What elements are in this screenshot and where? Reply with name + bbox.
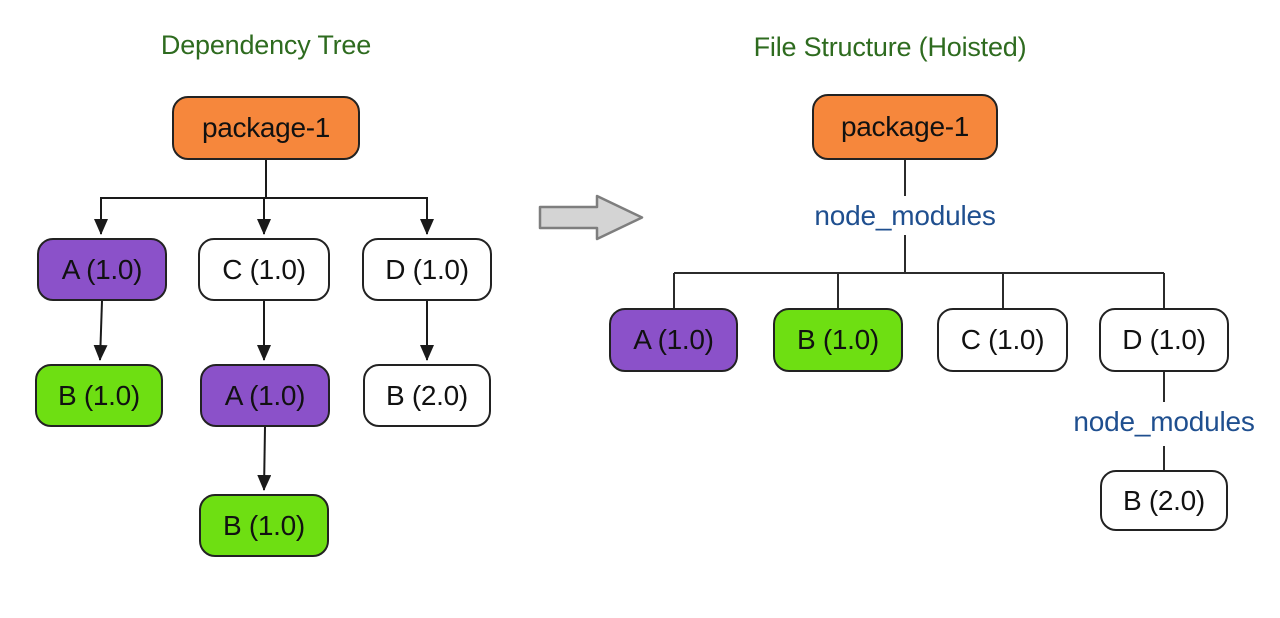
hoist-arrow-icon [538, 194, 644, 241]
left-diagram-title: Dependency Tree [160, 30, 372, 60]
left-tree-edges [93, 160, 434, 491]
right-diagram-title: File Structure (Hoisted) [753, 32, 1027, 62]
node-b-2-0: B (2.0) [363, 364, 491, 427]
node-b-1-0-nested: B (1.0) [199, 494, 329, 557]
node-a-1-0: A (1.0) [37, 238, 167, 301]
node-modules-label-root: node_modules [814, 200, 996, 231]
node-package-1-left: package-1 [172, 96, 360, 160]
node-b-1-0-hoisted: B (1.0) [773, 308, 903, 372]
node-c-1-0-hoisted: C (1.0) [937, 308, 1068, 372]
node-b-2-0-hoisted: B (2.0) [1100, 470, 1228, 531]
node-modules-label-d: node_modules [1073, 406, 1255, 437]
node-a-1-0-hoisted: A (1.0) [609, 308, 738, 372]
node-package-1-right: package-1 [812, 94, 998, 160]
node-d-1-0-hoisted: D (1.0) [1099, 308, 1229, 372]
node-c-1-0: C (1.0) [198, 238, 330, 301]
node-d-1-0: D (1.0) [362, 238, 492, 301]
node-a-1-0-nested: A (1.0) [200, 364, 330, 427]
node-b-1-0: B (1.0) [35, 364, 163, 427]
